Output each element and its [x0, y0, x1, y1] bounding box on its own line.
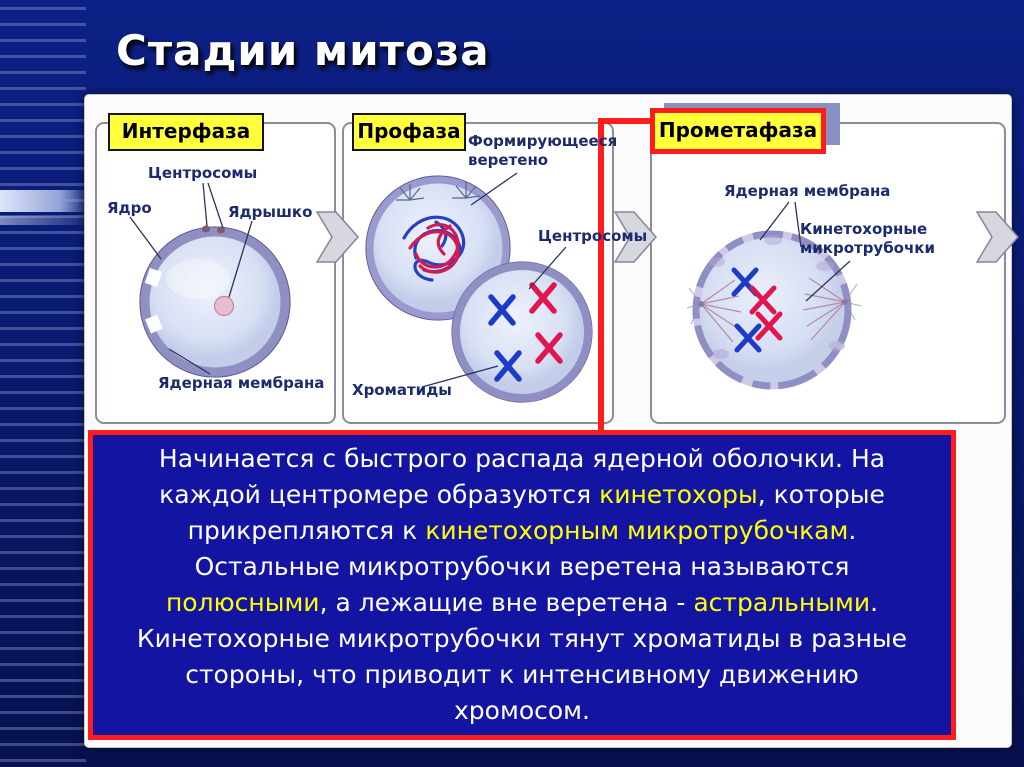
description-segment: . Кинетохорные микротрубочки тянут хрома… [136, 588, 908, 725]
callout-chromatids: Хроматиды [352, 381, 452, 399]
description-segment: , а лежащие вне веретена - [319, 588, 694, 617]
red-highlight-connector-vertical [598, 118, 604, 434]
stage-description-text: Начинается с быстрого распада ядерной об… [122, 441, 922, 729]
description-segment: , которые прикрепляются к [187, 480, 885, 545]
callout-centrosomes-interphase: Центросомы [148, 164, 258, 182]
left-decor-highlight-band-2 [0, 216, 86, 225]
left-decor-highlight-band [0, 190, 86, 212]
callout-nucleolus: Ядрышко [228, 203, 313, 221]
description-segment: кинетохоры [599, 480, 758, 509]
stage-label-interphase: Интерфаза [108, 113, 264, 151]
next-stage-arrow-icon [614, 211, 657, 263]
callout-kinetochore-microtubules: Кинетохорные микротрубочки [800, 220, 935, 257]
callout-nuclear-membrane-interphase: Ядерная мембрана [158, 374, 325, 392]
description-segment: . Остальные микротрубочки веретена назыв… [194, 516, 857, 581]
description-segment: полюсными [165, 588, 320, 617]
interphase-cell-diagram [139, 225, 291, 378]
next-stage-arrow-icon [976, 211, 1019, 263]
next-stage-arrow-icon [316, 211, 359, 263]
description-segment: астральными [693, 588, 871, 617]
prophase-cell-diagram [365, 175, 593, 403]
red-highlight-connector-horizontal [598, 118, 658, 124]
left-decor-stripes [0, 0, 86, 767]
stage-label-prophase: Профаза [352, 113, 466, 151]
callout-forming-spindle: Формирующееся веретено [468, 132, 618, 169]
callout-centrosomes-prophase: Центросомы [538, 227, 648, 245]
stage-description-box: Начинается с быстрого распада ядерной об… [88, 430, 956, 740]
description-segment: кинетохорным микротрубочкам [425, 516, 849, 545]
callout-nuclear-membrane-prometaphase: Ядерная мембрана [724, 182, 891, 200]
description-segment: Начинается с быстрого распада ядерной об… [158, 444, 886, 509]
stage-label-prometaphase: Прометафаза [650, 108, 826, 154]
callout-nucleus: Ядро [107, 199, 152, 217]
slide-title: Стадии митоза [116, 26, 490, 75]
